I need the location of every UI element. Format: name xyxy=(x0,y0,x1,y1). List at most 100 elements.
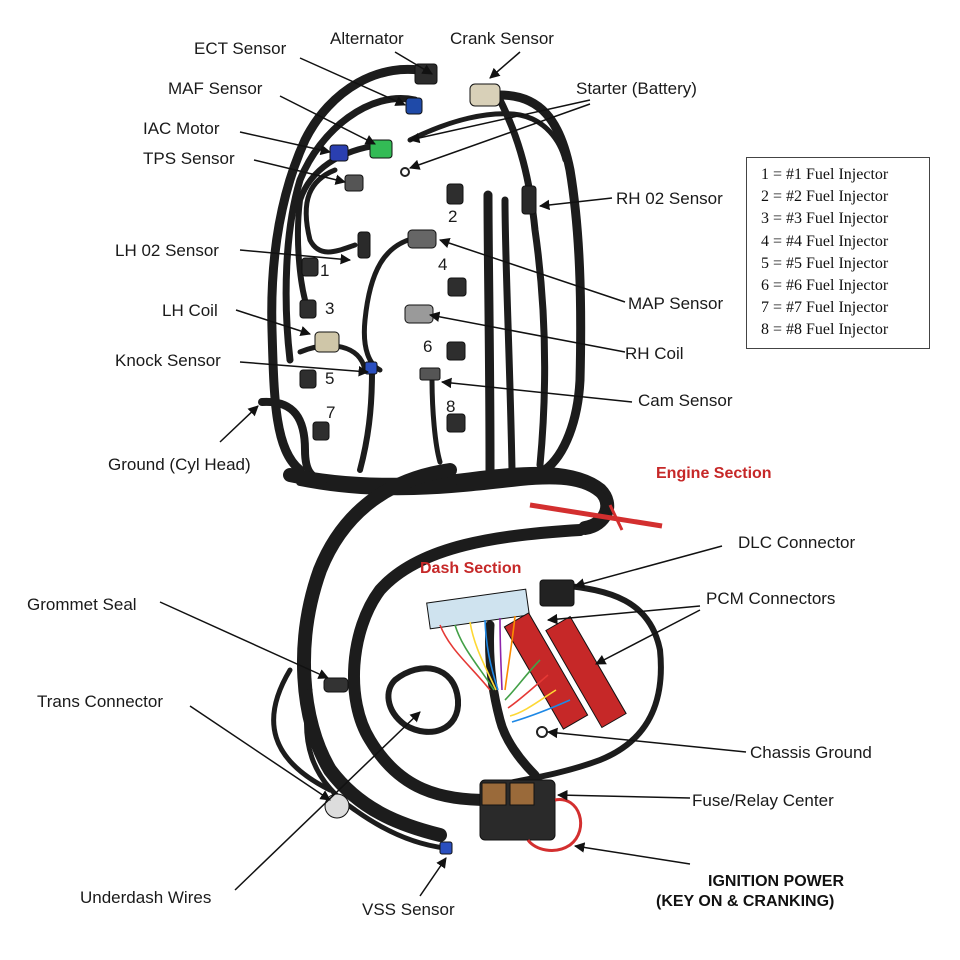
label-ect-sensor: ECT Sensor xyxy=(194,39,287,58)
label-dlc-connector: DLC Connector xyxy=(738,533,856,552)
ignition-line-1: IGNITION POWER xyxy=(708,873,844,890)
label-iac-motor: IAC Motor xyxy=(143,119,220,138)
harness-branch-coil xyxy=(297,343,368,373)
legend-item-3: 3 = #3 Fuel Injector xyxy=(761,210,889,228)
arrow-dlc xyxy=(573,545,723,589)
pcm-connector-blue xyxy=(426,588,530,630)
engine-harness xyxy=(258,64,615,535)
harness-branch-map xyxy=(361,235,418,373)
injector-1 xyxy=(301,257,319,277)
label-engine-section: Engine Section xyxy=(656,465,772,482)
section-divider-tick xyxy=(608,504,624,531)
arrow-ect xyxy=(299,57,406,106)
legend-item-5: 5 = #5 Fuel Injector xyxy=(761,254,889,272)
dlc-connector xyxy=(539,579,575,607)
section-divider xyxy=(529,502,663,529)
injector-number-1: 1 xyxy=(320,261,330,280)
crank-connector xyxy=(469,83,501,107)
injector-number-5: 5 xyxy=(325,369,335,388)
chassis-ground-terminal xyxy=(536,726,548,738)
injector-8 xyxy=(446,413,466,433)
arrow-knock xyxy=(239,361,370,377)
engine-connectors xyxy=(299,63,537,441)
arrow-grommet xyxy=(159,601,329,679)
legend-item-8: 8 = #8 Fuel Injector xyxy=(761,321,889,339)
harness-pcm-feed xyxy=(485,620,540,780)
arrow-fuse xyxy=(556,789,691,801)
relay-1 xyxy=(481,782,507,806)
starter-ring-terminal xyxy=(400,167,410,177)
arrow-starter-2 xyxy=(409,103,591,170)
harness-loop-down xyxy=(297,463,457,842)
maf-connector xyxy=(369,139,393,159)
injector-number-3: 3 xyxy=(325,299,335,318)
harness-loop-right xyxy=(497,582,664,788)
legend-item-6: 6 = #6 Fuel Injector xyxy=(761,276,889,294)
lh-coil-connector xyxy=(314,331,340,353)
label-vss-sensor: VSS Sensor xyxy=(362,900,455,919)
label-trans-connector: Trans Connector xyxy=(37,692,163,711)
grommet xyxy=(323,677,349,693)
label-dash-section: Dash Section xyxy=(420,560,522,577)
pcm-connector-red-1 xyxy=(503,612,589,730)
injector-number-7: 7 xyxy=(326,403,336,422)
harness-branch-left-inner xyxy=(282,95,419,364)
lh-o2-connector xyxy=(357,231,371,259)
label-grommet-seal: Grommet Seal xyxy=(27,595,137,614)
trans-connector-plug xyxy=(324,793,350,819)
injector-5 xyxy=(299,369,317,389)
legend-item-4: 4 = #4 Fuel Injector xyxy=(761,232,889,250)
arrow-crank xyxy=(489,51,521,79)
label-rh-coil: RH Coil xyxy=(625,344,684,363)
injector-number-6: 6 xyxy=(423,337,433,356)
alternator-connector xyxy=(414,63,438,85)
arrow-ignition xyxy=(573,842,691,865)
arrow-chassis-ground xyxy=(546,727,747,753)
injector-number-2: 2 xyxy=(448,207,458,226)
rh-o2-connector xyxy=(521,185,537,215)
arrow-underdash xyxy=(234,711,421,891)
harness-branch-left-3 xyxy=(294,142,383,303)
dash-connectors xyxy=(323,579,627,855)
arrow-trans xyxy=(189,705,331,801)
tps-connector xyxy=(344,174,364,192)
pcm-wire-fan xyxy=(439,615,571,723)
harness-branch-left-4 xyxy=(303,167,358,255)
label-knock-sensor: Knock Sensor xyxy=(115,351,221,370)
harness-branch-crank xyxy=(495,90,586,475)
label-pcm-connectors: PCM Connectors xyxy=(706,589,836,608)
arrow-rh-coil xyxy=(428,311,626,353)
arrow-rh-o2 xyxy=(538,197,613,211)
arrow-maf xyxy=(279,95,376,145)
cam-connector xyxy=(419,367,441,381)
relay-2 xyxy=(509,782,535,806)
injector-legend: 1 = #1 Fuel Injector 2 = #2 Fuel Injecto… xyxy=(746,157,930,349)
vss-connector xyxy=(439,841,453,855)
label-rh-o2-sensor: RH 02 Sensor xyxy=(616,189,723,208)
injector-2 xyxy=(446,183,464,205)
dash-harness xyxy=(271,463,664,851)
arrow-pcm-1 xyxy=(546,605,701,625)
label-underdash-wires: Underdash Wires xyxy=(80,888,212,907)
arrow-cam xyxy=(440,377,633,403)
harness-center-trunk-1 xyxy=(483,190,495,475)
arrow-lh-coil xyxy=(235,309,311,337)
arrow-pcm-2 xyxy=(595,609,701,665)
label-maf-sensor: MAF Sensor xyxy=(168,79,263,98)
harness-trans-loop xyxy=(385,665,462,735)
arrow-map xyxy=(439,238,626,303)
harness-main-trunk xyxy=(283,466,615,535)
pcm-connector-red-2 xyxy=(545,615,627,729)
label-fuse-relay-center: Fuse/Relay Center xyxy=(692,791,834,810)
arrow-alternator xyxy=(394,51,433,75)
label-tps-sensor: TPS Sensor xyxy=(143,149,235,168)
map-connector xyxy=(407,229,437,249)
label-lh-o2-sensor: LH 02 Sensor xyxy=(115,241,219,260)
label-alternator: Alternator xyxy=(330,29,404,48)
label-lh-coil: LH Coil xyxy=(162,301,218,320)
ect-connector xyxy=(405,97,423,115)
legend-item-7: 7 = #7 Fuel Injector xyxy=(761,299,889,317)
harness-underdash-2 xyxy=(303,687,448,851)
